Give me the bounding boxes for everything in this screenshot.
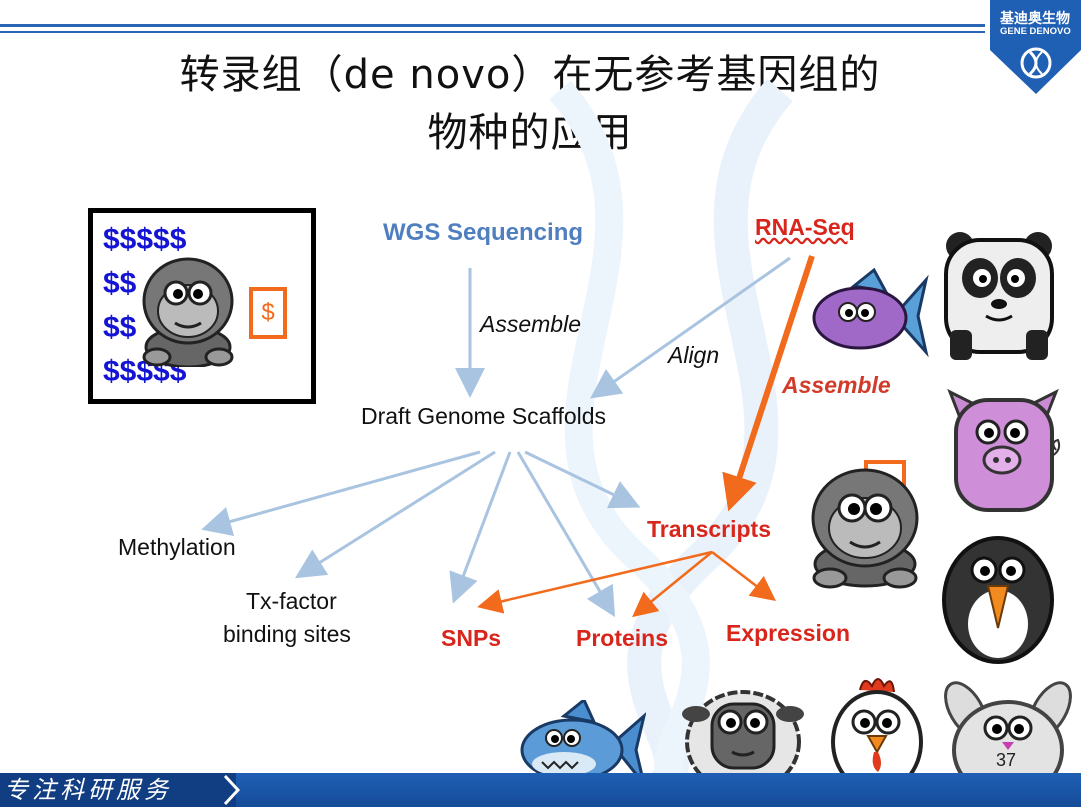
- fish-icon: [812, 267, 929, 358]
- footer-slogan: 专注科研服务: [0, 773, 236, 807]
- pig-icon: [947, 388, 1061, 512]
- money-small-symbol: $: [261, 299, 275, 326]
- chevron-right-icon: [223, 774, 241, 806]
- transcripts-label: Transcripts: [647, 516, 771, 542]
- gorilla-icon: [142, 257, 234, 367]
- brand-name-en: GENE DENOVO: [1000, 26, 1071, 37]
- align-label: Align: [668, 342, 720, 368]
- arrow-draft-to-methylation: [201, 450, 481, 537]
- arrow-draft-to-proteins: [516, 451, 616, 618]
- draft-genome-label: Draft Genome Scaffolds: [361, 403, 607, 429]
- arrow-rnaseq-to-draft: [590, 256, 791, 399]
- arrow-draft-to-txfactor: [294, 450, 496, 579]
- money-small-box: $: [249, 287, 287, 339]
- money-box: $$$$$ $$ $$ $$$$$ $: [88, 208, 316, 404]
- arrow-rnaseq-to-transcripts: [722, 255, 815, 512]
- page-number: 37: [996, 750, 1017, 770]
- txfactor-label-2: binding sites: [223, 621, 351, 647]
- money-row-3: $$: [103, 311, 137, 344]
- snps-label: SNPs: [441, 625, 502, 651]
- assemble-rna-label: Assemble: [782, 372, 891, 398]
- arrow-transcripts-to-expression: [711, 551, 776, 602]
- sheep-icon: [682, 690, 804, 794]
- penguin-icon: [942, 536, 1054, 664]
- brand-logo-shape: [990, 0, 1081, 94]
- proteins-label: Proteins: [576, 625, 669, 651]
- methylation-label: Methylation: [118, 534, 236, 560]
- money-row-2: $$: [103, 267, 137, 300]
- arrow-draft-to-transcripts: [524, 450, 641, 509]
- arrow-transcripts-to-snps: [477, 550, 713, 614]
- header-rule-bottom: [0, 31, 985, 33]
- gorilla-right-icon: [811, 460, 919, 589]
- header-rule-top: [0, 24, 985, 27]
- brand-name-cn: 基迪奥生物: [1000, 11, 1070, 27]
- brand-logo: 基迪奥生物 GENE DENOVO: [990, 0, 1081, 94]
- arrow-draft-to-snps: [449, 451, 512, 604]
- assemble-wgs-label: Assemble: [480, 311, 581, 337]
- wgs-sequencing-label: WGS Sequencing: [383, 219, 584, 246]
- txfactor-label-1: Tx-factor: [246, 588, 337, 614]
- rnaseq-label: RNA-Seq: [755, 214, 855, 240]
- money-row-1: $$$$$: [103, 223, 187, 256]
- arrow-transcripts-to-proteins: [632, 551, 713, 618]
- panda-icon: [944, 232, 1054, 360]
- expression-label: Expression: [726, 620, 850, 646]
- shark-icon: [520, 700, 646, 785]
